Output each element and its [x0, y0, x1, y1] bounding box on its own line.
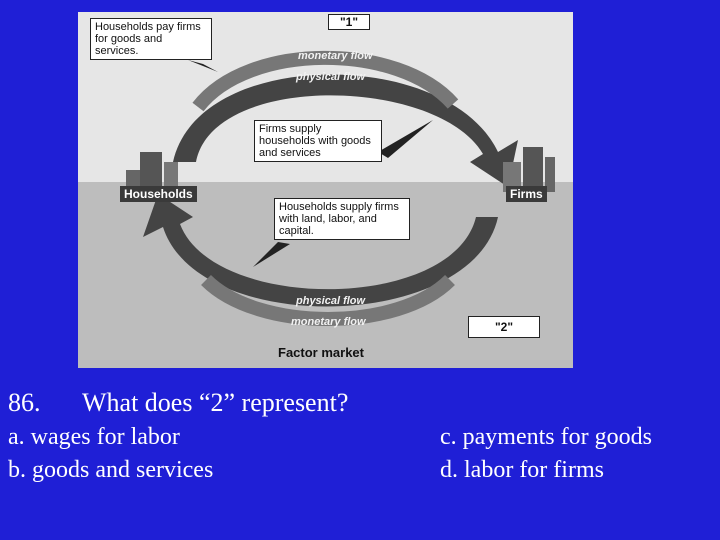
- callout-households-pay: Households pay firms for goods and servi…: [90, 18, 212, 60]
- answer-c: c. payments for goods: [440, 424, 652, 450]
- marker-2: "2": [468, 316, 540, 338]
- lower-flow-arrow: [143, 194, 498, 307]
- lower-monetary-flow-label: monetary flow: [291, 316, 367, 328]
- answer-a: a. wages for labor: [8, 424, 180, 450]
- upper-monetary-flow-label: monetary flow: [298, 50, 374, 62]
- factor-market-caption: Factor market: [278, 345, 364, 360]
- households-label: Households: [120, 186, 197, 202]
- question-text: What does “2” represent?: [82, 388, 349, 417]
- question-number: 86.: [8, 388, 41, 417]
- lower-physical-flow-label: physical flow: [295, 295, 367, 307]
- answer-d: d. labor for firms: [440, 457, 604, 483]
- circular-flow-diagram: monetary flow physical flow physical flo…: [78, 12, 573, 368]
- upper-physical-flow-label: physical flow: [295, 71, 367, 83]
- callout-firms-supply: Firms supply households with goods and s…: [254, 120, 382, 162]
- marker-1: "1": [328, 14, 370, 30]
- firms-buildings-icon: [503, 147, 555, 192]
- upper-flow-arrow: [173, 74, 518, 187]
- answer-b: b. goods and services: [8, 457, 214, 483]
- callout-households-supply: Households supply firms with land, labor…: [274, 198, 410, 240]
- diagram-artwork: monetary flow physical flow physical flo…: [78, 12, 573, 368]
- firms-label: Firms: [506, 186, 547, 202]
